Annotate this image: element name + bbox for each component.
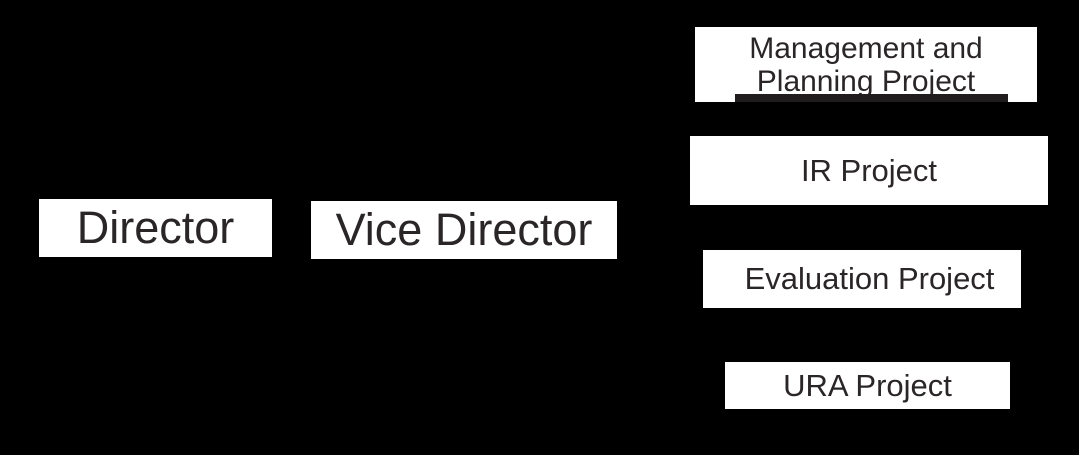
- node-vice-director: Vice Director: [311, 201, 617, 259]
- node-ura-project-label: URA Project: [783, 367, 952, 403]
- node-evaluation-project: Evaluation Project: [703, 250, 1021, 308]
- node-management-planning-project: Management and Planning Project: [695, 27, 1037, 102]
- node-vice-director-label: Vice Director: [335, 203, 593, 255]
- node-director-label: Director: [76, 201, 235, 253]
- node-ura-project: URA Project: [725, 362, 1010, 409]
- node-director: Director: [39, 199, 272, 257]
- node-ir-project: IR Project: [690, 136, 1048, 205]
- planning-project-underline-bar: [735, 94, 1008, 102]
- node-management-planning-label-line1: Management and: [749, 32, 983, 65]
- node-management-planning-label-line2: Planning Project: [756, 65, 976, 98]
- node-ir-project-label: IR Project: [800, 152, 938, 188]
- node-evaluation-project-label: Evaluation Project: [744, 261, 995, 297]
